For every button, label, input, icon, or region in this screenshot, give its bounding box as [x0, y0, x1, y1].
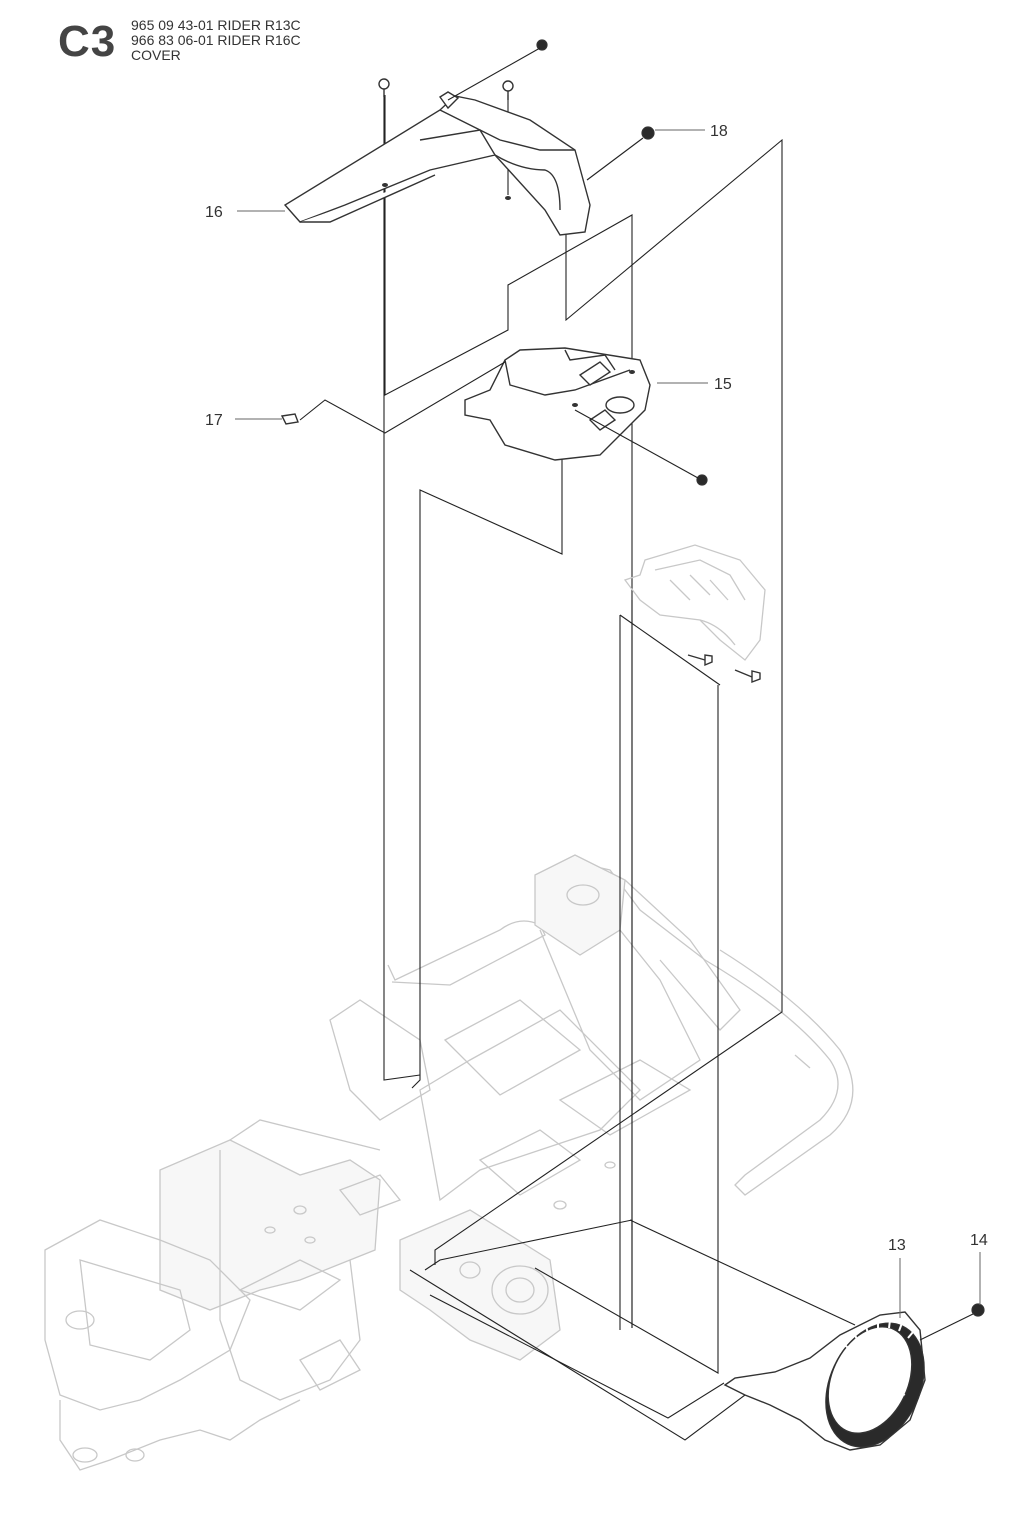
part-17-clip [280, 413, 299, 425]
inner-cover-bracket [623, 544, 766, 661]
callout-16: 16 [205, 204, 223, 221]
callout-14: 14 [970, 1232, 988, 1249]
chassis-frame-ghost [44, 854, 854, 1471]
part-18-nut [641, 126, 655, 140]
title-line-r16c: 966 83 06-01 RIDER R16C [131, 32, 301, 48]
screw-top-center [502, 80, 514, 92]
callout-13: 13 [888, 1237, 906, 1254]
fasteners [280, 39, 985, 1341]
screw-top-left [378, 78, 390, 90]
screw-console [696, 474, 708, 486]
callout-18: 18 [710, 123, 728, 140]
title-line-r13c: 965 09 43-01 RIDER R13C [131, 17, 301, 33]
callout-labels: 16 17 15 18 13 14 [205, 123, 988, 1254]
callout-15: 15 [714, 376, 732, 393]
part-16-upper-cover [283, 91, 591, 236]
part-14-nut [971, 1303, 985, 1317]
bracket-bolt-left [687, 654, 713, 667]
section-code: C3 [58, 17, 117, 66]
callout-17: 17 [205, 412, 223, 429]
screw-top-right [536, 39, 548, 51]
part-13-pulley-cover [723, 1311, 926, 1451]
part-15-console [464, 347, 651, 461]
bracket-bolt-right [734, 669, 761, 684]
title-line-cover: COVER [131, 47, 181, 63]
callout-leaders [235, 129, 981, 1318]
title-block: 965 09 43-01 RIDER R13C 966 83 06-01 RID… [131, 18, 301, 63]
